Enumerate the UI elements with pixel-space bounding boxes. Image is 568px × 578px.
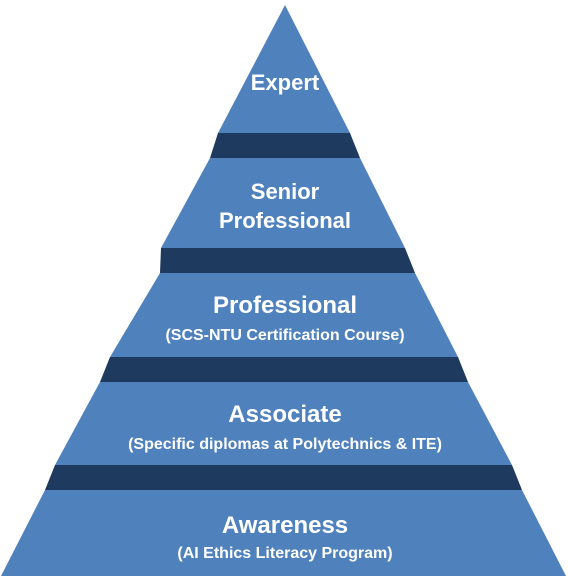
tier-expert-title: Expert: [251, 70, 320, 95]
shadow-band-1: [210, 133, 360, 158]
tier-professional-shape: [110, 273, 458, 357]
tier-associate-subtitle: (Specific diplomas at Polytechnics & ITE…: [128, 436, 442, 453]
tier-senior-professional-subtitle: Professional: [219, 208, 351, 233]
tier-senior-professional: Senior Professional: [161, 158, 405, 248]
tier-awareness-subtitle: (AI Ethics Literacy Program): [177, 545, 392, 562]
tier-associate: Associate (Specific diplomas at Polytech…: [55, 382, 512, 465]
tier-expert-shape: [218, 5, 350, 133]
tier-associate-title: Associate: [228, 401, 341, 428]
tier-senior-professional-shape: [161, 158, 405, 248]
tier-professional: Professional (SCS-NTU Certification Cour…: [110, 273, 458, 357]
shadow-band-4: [45, 465, 522, 490]
tier-senior-professional-title: Senior: [251, 179, 320, 204]
tier-associate-shape: [55, 382, 512, 465]
tier-awareness: Awareness (AI Ethics Literacy Program): [1, 490, 566, 576]
tier-expert: Expert: [218, 5, 350, 133]
tier-awareness-title: Awareness: [222, 512, 348, 539]
shadow-band-2: [160, 248, 415, 273]
tier-professional-title: Professional: [213, 292, 357, 319]
shadow-band-3: [100, 357, 468, 382]
tier-professional-subtitle: (SCS-NTU Certification Course): [165, 327, 404, 344]
tier-awareness-shape: [1, 490, 566, 576]
